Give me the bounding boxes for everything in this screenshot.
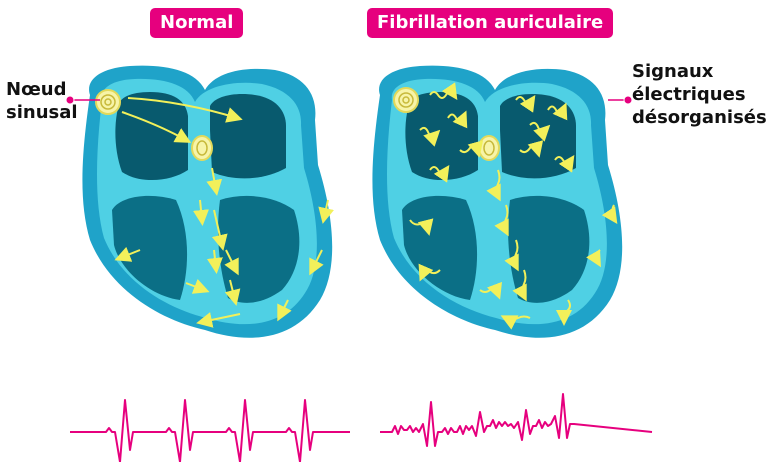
heart-fibrillation — [372, 66, 622, 338]
av-node-icon — [479, 136, 499, 160]
ecg-normal — [70, 400, 350, 462]
heart-normal — [82, 66, 332, 338]
av-node-icon — [192, 136, 212, 160]
ecg-fibrillation — [380, 394, 652, 446]
sinus-node-icon — [96, 90, 120, 114]
sinus-node-icon — [394, 88, 418, 112]
